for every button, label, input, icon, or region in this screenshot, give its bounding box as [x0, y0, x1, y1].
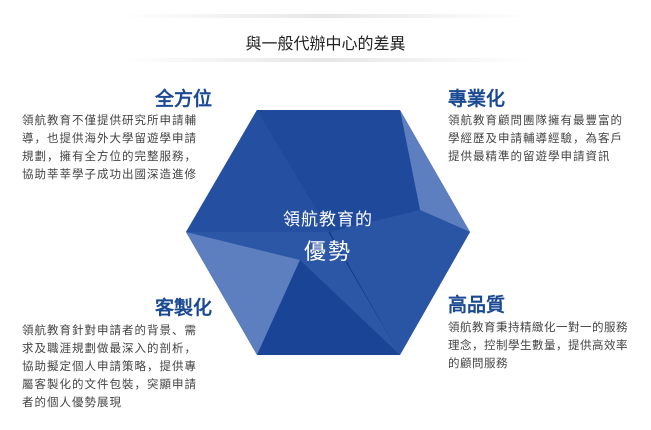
- text-quality: 領航教育秉持精緻化一對一的服務 理念，控制學生數量，提供高效率 的顧問服務: [448, 318, 628, 372]
- line: 領航教育秉持精緻化一對一的服務: [448, 320, 628, 334]
- hex-facet-bottom: [257, 260, 400, 355]
- line: 領航教育針對申請者的背景、需: [22, 323, 197, 337]
- line: 者的個人優勢展現: [22, 395, 122, 409]
- line: 領航教育顧問團隊擁有最豐富的: [448, 113, 623, 127]
- text-customized: 領航教育針對申請者的背景、需 求及職涯規劃做最深入的剖析， 協助擬定個人申請策略…: [22, 321, 197, 411]
- line: 的顧問服務: [448, 356, 508, 370]
- line: 屬客製化的文件包裝，突顯申請: [22, 377, 197, 391]
- heading-customized: 客製化: [154, 297, 212, 319]
- line: 領航教育不僅提供研究所申請輔: [22, 113, 197, 127]
- hex-facet-right: [330, 210, 470, 355]
- center-label: 領航教育的 優勢: [250, 205, 406, 266]
- center-line2: 優勢: [303, 240, 352, 265]
- heading-comprehensive: 全方位: [154, 88, 212, 110]
- line: 學經歷及申請輔導經驗，為客戶: [448, 131, 623, 145]
- line: 協助莘莘學子成功出國深造進修: [22, 167, 197, 181]
- heading-quality: 高品質: [448, 294, 506, 316]
- line: 規劃，擁有全方位的完整服務，: [22, 149, 197, 163]
- heading-professional: 專業化: [448, 88, 506, 110]
- line: 求及職涯規劃做最深入的剖析，: [22, 341, 197, 355]
- hex-facet-topright: [400, 110, 470, 232]
- divider-bottom: [120, 58, 530, 62]
- hex-facet-bottomleft: [186, 232, 300, 355]
- divider-top: [120, 14, 530, 18]
- center-line1: 領航教育的: [283, 210, 373, 230]
- line: 協助擬定個人申請策略，提供專: [22, 359, 197, 373]
- line: 提供最精準的留遊學申請資訊: [448, 149, 611, 163]
- hex-facet-left: [186, 110, 330, 232]
- page-title: 與一般代辦中心的差異: [245, 34, 406, 53]
- hex-facet-top: [257, 110, 420, 232]
- text-professional: 領航教育顧問團隊擁有最豐富的 學經歷及申請輔導經驗，為客戶 提供最精準的留遊學申…: [448, 111, 623, 165]
- line: 導，也提供海外大學留遊學申請: [22, 131, 197, 145]
- text-comprehensive: 領航教育不僅提供研究所申請輔 導，也提供海外大學留遊學申請 規劃，擁有全方位的完…: [22, 111, 197, 183]
- line: 理念，控制學生數量，提供高效率: [448, 338, 628, 352]
